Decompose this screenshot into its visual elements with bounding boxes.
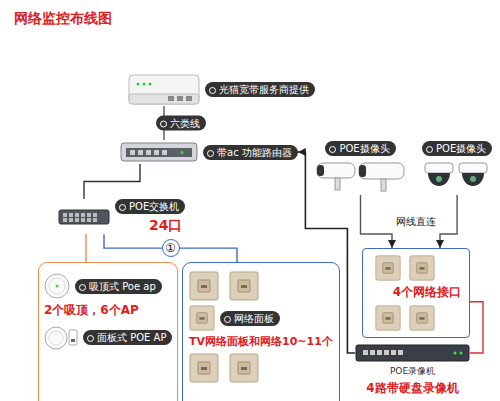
device-node: POE交换机 24口 [58, 199, 185, 234]
switch-image [58, 207, 110, 227]
note-text: POE录像机 [390, 366, 435, 378]
device-node: 网络面板 [189, 305, 280, 331]
device-label: 面板式 POE AP [83, 330, 172, 345]
router-image [120, 140, 198, 164]
device-label: POE摄像头 [422, 141, 492, 156]
wire-label: 六类线 [156, 116, 206, 131]
panel-image [189, 305, 215, 331]
dome-camera-image [422, 159, 492, 195]
note-text: 24口 [149, 216, 182, 234]
device-node: POE摄像头 [313, 141, 408, 195]
device-node: 面板式 POE AP [44, 323, 172, 353]
panel-group-box: TV网络面板和网络10~11个 网络面板 [182, 262, 340, 401]
connector [361, 195, 393, 248]
nvr-image [355, 343, 470, 363]
connector [440, 195, 457, 248]
panel-group-box: 4个网络接口 [362, 248, 470, 338]
wire-note: 网线直连 [394, 215, 438, 229]
callout-number: ① [162, 239, 180, 257]
connector [298, 152, 355, 353]
connector [84, 164, 140, 199]
modem-image [128, 72, 200, 106]
device-label: 吸顶式 Poe ap [75, 279, 162, 294]
connector [470, 302, 483, 353]
panel-image [189, 353, 261, 383]
ceiling-ap-image [44, 273, 70, 299]
panel-ap-image [44, 323, 78, 353]
device-node: 光猫宽带服务商提供 [128, 72, 315, 106]
connector [104, 234, 237, 262]
ap-group-box: 2个吸顶，6个AP 吸顶式 Poe ap 面板式 POE AP [38, 262, 178, 401]
device-node: POE录像机 4路带硬盘录像机 [355, 343, 470, 396]
device-label: POE摄像头 [325, 141, 395, 156]
panel-image [189, 271, 261, 301]
device-label: 网络面板 [220, 311, 280, 326]
bullet-camera-image [313, 159, 408, 195]
diagram-title: 网络监控布线图 [14, 10, 112, 28]
text-group: POE交换机 24口 [115, 199, 185, 234]
panel-image [371, 305, 435, 331]
device-label: POE交换机 [115, 199, 185, 214]
device-node: 吸顶式 Poe ap [44, 273, 162, 299]
device-label: 带ac 功能路由器 [203, 145, 298, 160]
device-node: POE摄像头 [422, 141, 492, 195]
note-text: TV网络面板和网络10~11个 [189, 335, 333, 349]
device-node: 带ac 功能路由器 [120, 140, 298, 164]
device-label: 光猫宽带服务商提供 [205, 82, 315, 97]
panel-image [371, 255, 435, 281]
note-text: 2个吸顶，6个AP [44, 303, 139, 319]
connector [85, 234, 86, 262]
note-text: 4路带硬盘录像机 [366, 381, 458, 397]
note-text: 4个网络接口 [393, 285, 461, 301]
